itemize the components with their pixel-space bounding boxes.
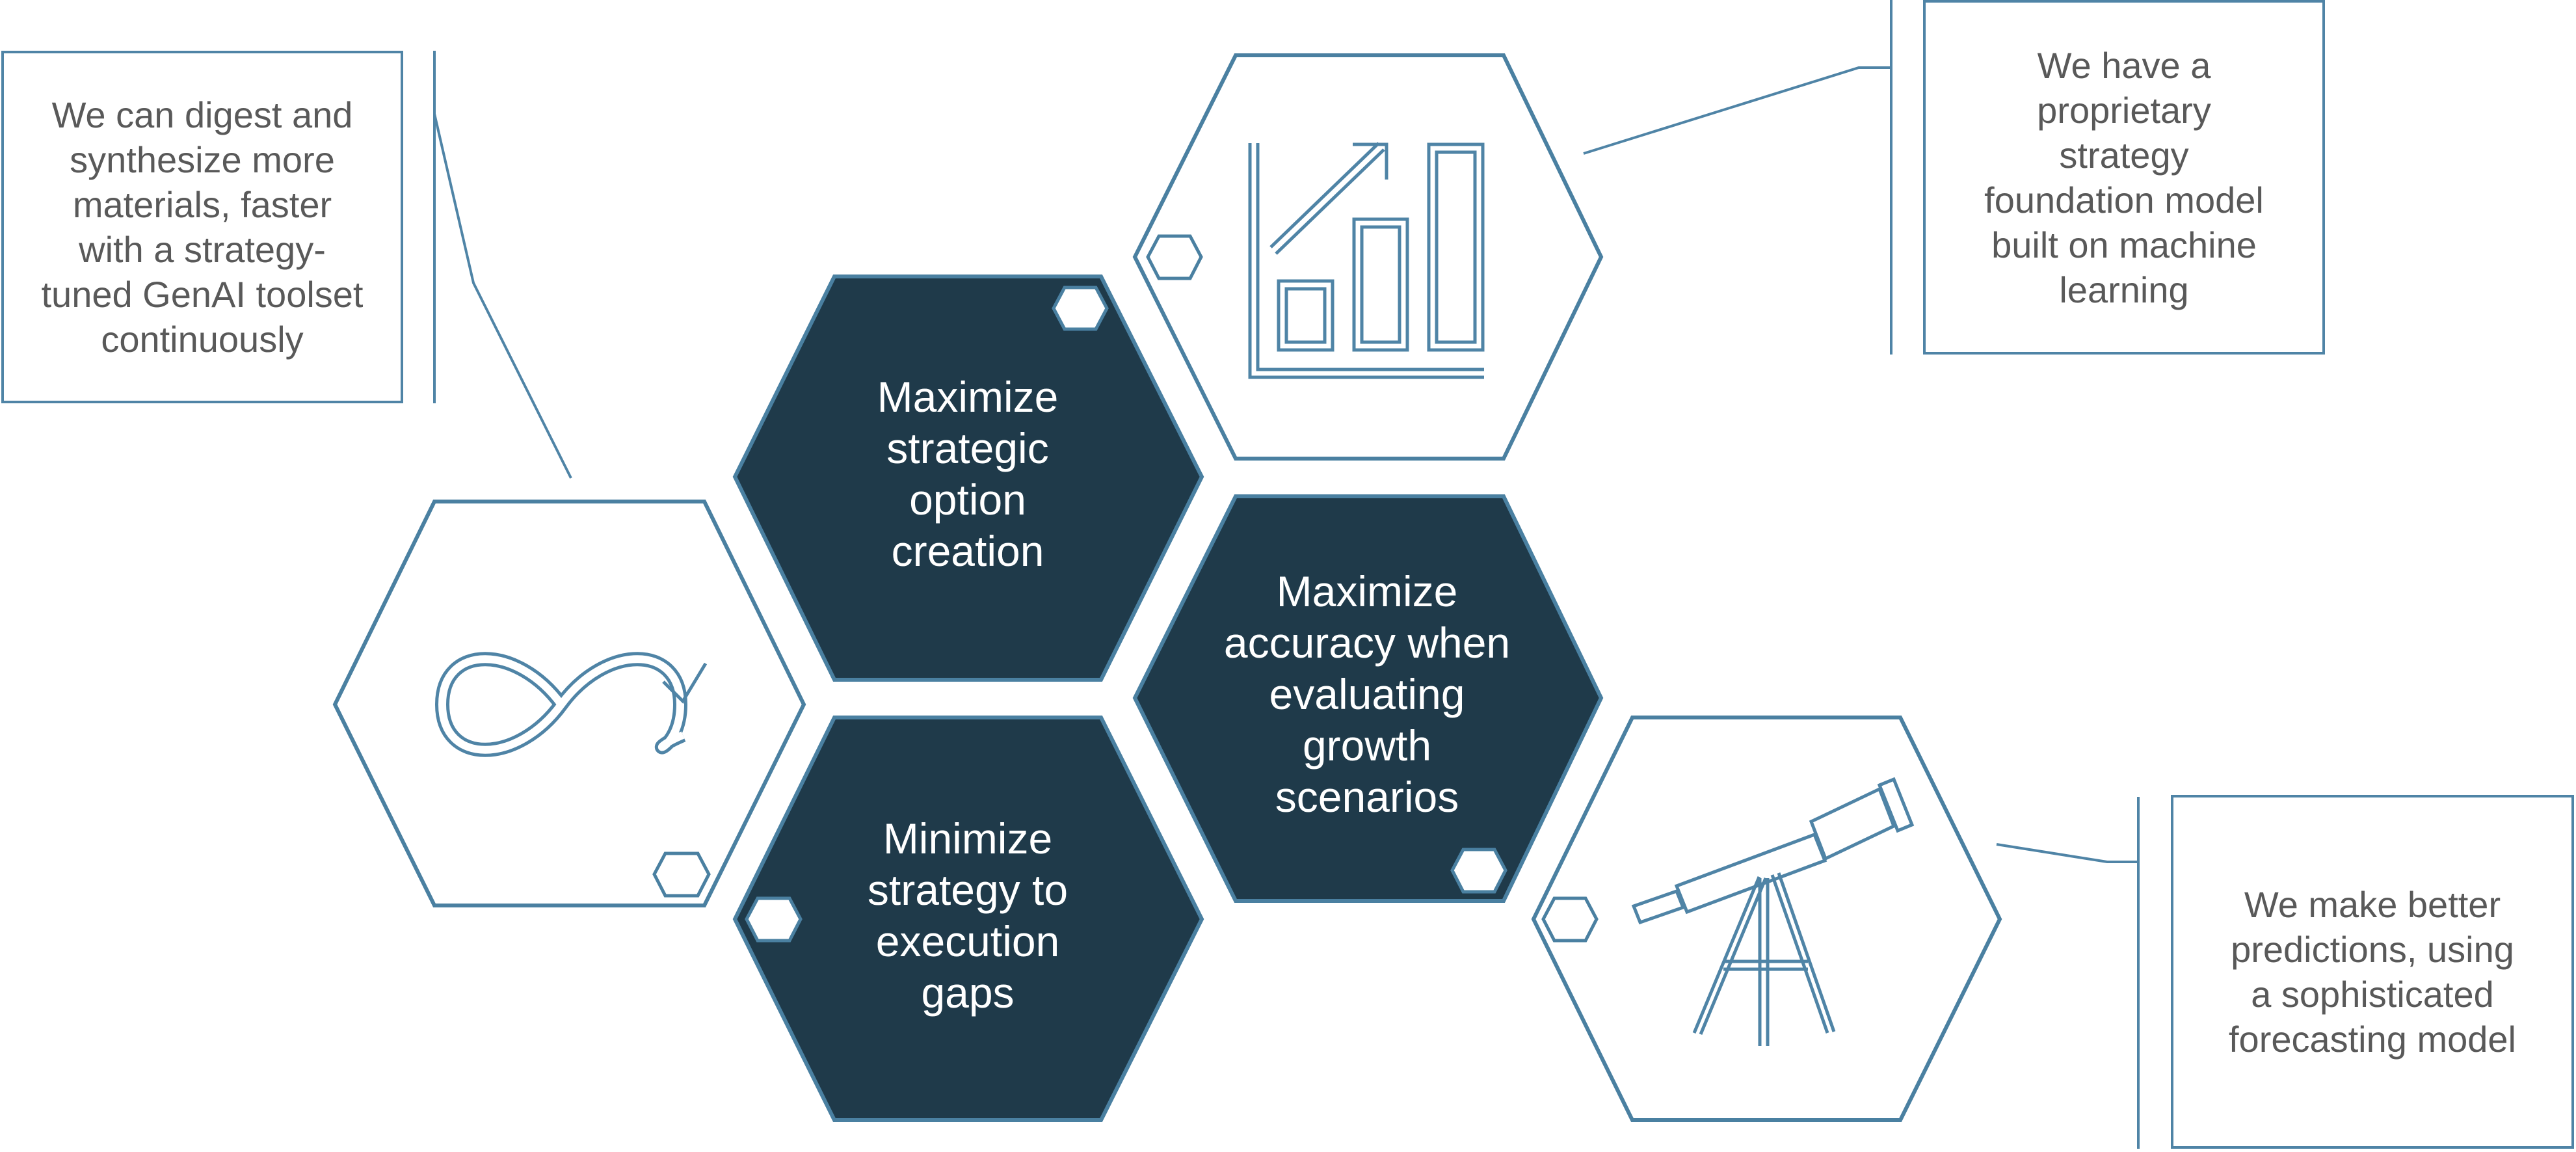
hexagon-shape [732,275,1204,682]
callout-line: strategy [2059,134,2189,176]
hexagon-label-line: option [909,476,1026,524]
hexagon-label-line: Maximize [877,373,1059,421]
callout-line: forecasting model [2228,1019,2516,1060]
callout-line: continuously [101,319,304,360]
hexagon-label-line: strategy to [868,866,1068,914]
callout-line: materials, faster [72,184,332,225]
hexagon-label-line: strategic [886,424,1048,472]
hexagon-telescope [1531,716,2002,1122]
callout-line: tuned GenAI toolset [41,274,364,315]
hexagon-label-line: scenarios [1275,773,1459,821]
infinity-loop-icon [434,652,708,757]
small-hexagon-badge [1052,286,1109,331]
callout-line: We have a [2037,44,2211,86]
callout-line: built on machine [1991,224,2257,265]
hexagon-label-line: gaps [921,969,1014,1017]
hexagon-shape [732,716,1204,1122]
hexagon-label-line: growth [1303,721,1431,770]
bar-chart-growth-icon [1248,142,1485,379]
hexagon-shape [1132,494,1604,903]
callout-line: with a strategy- [79,229,326,270]
hexagon-label-line: Maximize [1277,567,1458,615]
small-hexagon-badge [652,851,711,898]
connector-lines [433,0,2140,1149]
hexagon-label-line: accuracy when [1224,619,1510,667]
hexagon-label-line: creation [892,527,1044,575]
hexagon-label-line: Minimize [883,814,1052,863]
callout-line: learning [2059,269,2189,310]
hexagon-label-line: execution [876,917,1060,965]
small-hexagon-badge [1541,896,1599,943]
callout-line: proprietary [2037,89,2211,131]
forecasting-connector-line [1996,843,2138,863]
hexagon-infinity [332,500,806,907]
small-hexagon-badge [745,896,803,943]
hexagon-shape [1132,53,1604,461]
small-hexagon-badge [1450,848,1507,894]
foundation-connector-line [1583,66,1891,155]
hexagon-chart [1132,53,1604,461]
hexagon-label-line: evaluating [1269,670,1465,718]
callout-line: We make better [2244,884,2501,925]
callout-line: predictions, using [2231,929,2514,970]
callout-line: synthesize more [70,139,335,180]
genai-connector-line [433,113,572,479]
small-hexagon-badge [1146,234,1203,280]
callout-line: a sophisticated [2251,974,2494,1015]
callout-line: foundation model [1984,179,2264,221]
callout-line: We can digest and [51,94,353,135]
telescope-icon [1631,777,1915,1046]
